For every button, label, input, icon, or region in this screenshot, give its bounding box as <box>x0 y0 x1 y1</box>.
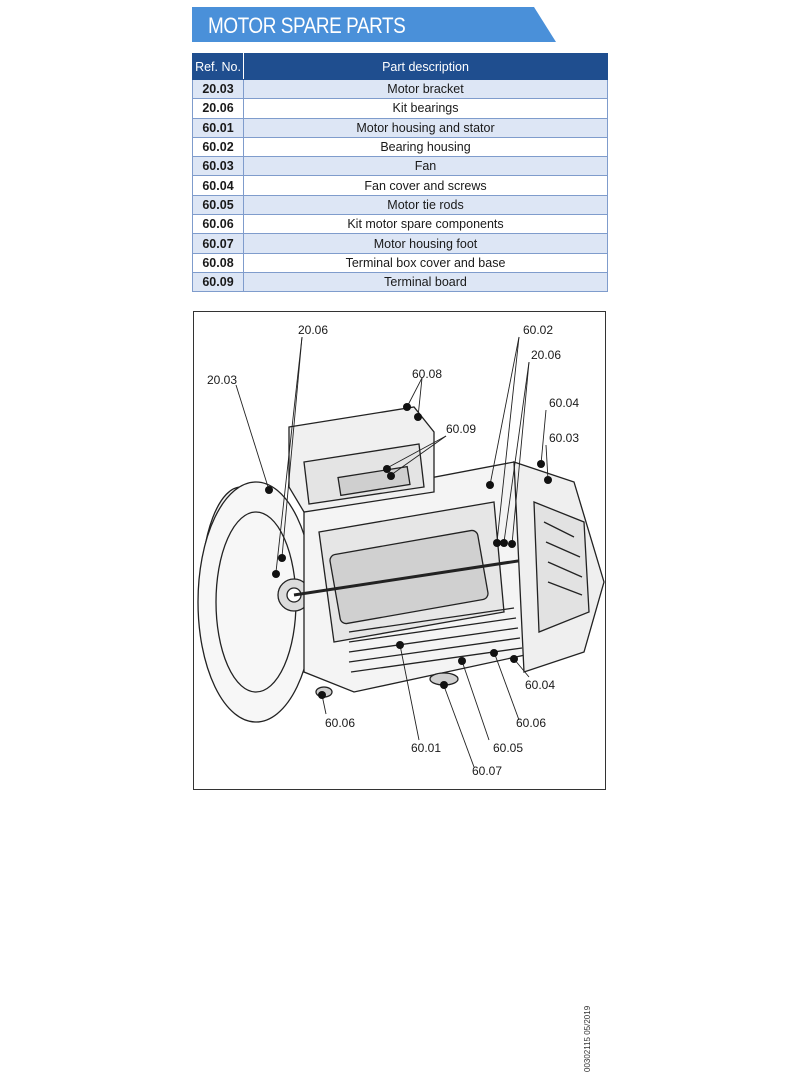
part-description-cell: Motor tie rods <box>243 194 608 216</box>
ref-no-cell: 20.03 <box>192 78 244 100</box>
callout-60-05: 60.05 <box>493 741 524 755</box>
motor-diagram: 20.06 20.03 60.08 60.09 60.02 20.06 60.0… <box>193 311 606 1072</box>
ref-no-cell: 60.06 <box>192 214 244 235</box>
column-header-ref: Ref. No. <box>192 53 244 80</box>
part-description-cell: Terminal board <box>243 271 608 293</box>
ref-no-cell: 60.02 <box>192 136 244 158</box>
table-header-row: Ref. No. Part description <box>192 53 608 80</box>
callout-60-02: 60.02 <box>523 323 554 337</box>
ref-no-cell: 20.06 <box>192 98 244 119</box>
part-description-cell: Kit bearings <box>243 98 608 119</box>
part-description-cell: Bearing housing <box>243 136 608 158</box>
part-description-cell: Motor housing foot <box>243 233 608 254</box>
part-description-cell: Kit motor spare components <box>243 214 608 235</box>
banner-shape <box>192 7 556 42</box>
ref-no-cell: 60.08 <box>192 252 244 273</box>
ref-no-cell: 60.09 <box>192 271 244 293</box>
column-header-description: Part description <box>243 53 608 80</box>
callout-20-03: 20.03 <box>207 373 238 387</box>
callout-20-06-right: 20.06 <box>531 348 562 362</box>
callout-60-08: 60.08 <box>412 367 443 381</box>
callout-20-06-top: 20.06 <box>298 323 329 337</box>
callout-60-09: 60.09 <box>446 422 477 436</box>
callout-60-06-left: 60.06 <box>325 716 356 730</box>
callout-60-07: 60.07 <box>472 764 503 778</box>
document-id: 00302115 05/2019 <box>583 1005 592 1072</box>
callout-60-03: 60.03 <box>549 431 580 445</box>
callout-60-04-bottom: 60.04 <box>525 678 556 692</box>
ref-no-cell: 60.01 <box>192 117 244 138</box>
ref-no-cell: 60.07 <box>192 233 244 254</box>
part-description-cell: Motor bracket <box>243 78 608 100</box>
part-description-cell: Motor housing and stator <box>243 117 608 138</box>
ref-no-cell: 60.04 <box>192 175 244 196</box>
section-title: MOTOR SPARE PARTS <box>208 13 406 38</box>
ref-no-cell: 60.03 <box>192 156 244 177</box>
callout-60-01: 60.01 <box>411 741 442 755</box>
ref-no-cell: 60.05 <box>192 194 244 216</box>
part-description-cell: Fan <box>243 156 608 177</box>
part-description-cell: Terminal box cover and base <box>243 252 608 273</box>
callout-60-06-right: 60.06 <box>516 716 547 730</box>
part-description-cell: Fan cover and screws <box>243 175 608 196</box>
callout-60-04-top: 60.04 <box>549 396 580 410</box>
section-banner: MOTOR SPARE PARTS <box>192 7 556 42</box>
motor-cutaway-drawing <box>197 336 605 768</box>
